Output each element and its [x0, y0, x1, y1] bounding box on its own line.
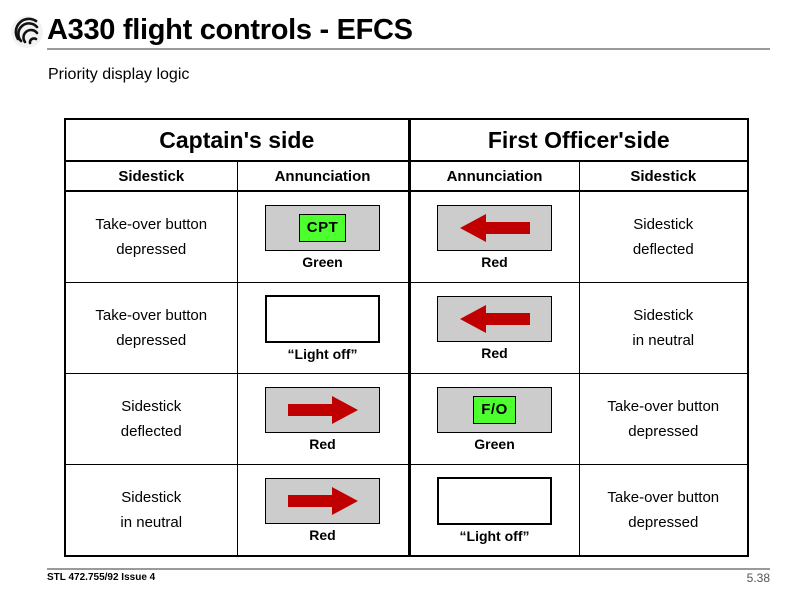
cell-line: depressed — [116, 332, 187, 349]
cell-line: Sidestick — [121, 398, 182, 415]
cell-fo-sidestick: Sidestick deflected — [578, 190, 750, 283]
priority-display-logic-table: Captain's side First Officer'side Sidest… — [63, 118, 750, 557]
table-column-header-row: Sidestick Annunciation Annunciation Side… — [64, 160, 750, 192]
cell-line: Take-over button — [95, 216, 208, 233]
column-header-fo-annunciation: Annunciation — [407, 160, 580, 192]
cell-line: Take-over button — [95, 307, 208, 324]
side-header-captain: Captain's side — [63, 118, 411, 162]
table-row: Take-over button depressed CPT Green — [64, 190, 750, 283]
side-header-first-officer: First Officer'side — [407, 118, 750, 162]
cell-line: Sidestick — [633, 307, 694, 324]
cell-fo-sidestick: Take-over button depressed — [578, 373, 750, 465]
table-row: Sidestick in neutral Red “Light off” — [64, 464, 750, 557]
cell-fo-sidestick: Sidestick in neutral — [578, 282, 750, 374]
lamp-legend-cpt: CPT — [298, 213, 347, 242]
arrow-right-icon — [287, 395, 358, 424]
column-header-capt-sidestick: Sidestick — [64, 160, 238, 192]
annunciator-indicator: F/O Green — [411, 374, 579, 464]
page-title: A330 flight controls - EFCS — [47, 14, 413, 46]
annunciator-indicator: Red — [411, 192, 579, 282]
cell-line: in neutral — [632, 332, 695, 349]
annunciator-caption: Red — [481, 253, 508, 270]
cell-fo-sidestick: Take-over button depressed — [578, 464, 750, 557]
annunciator-panel — [437, 295, 553, 342]
cell-capt-sidestick: Sidestick deflected — [64, 373, 238, 465]
annunciator-caption: Green — [474, 435, 515, 452]
annunciator-panel — [265, 386, 380, 433]
annunciator-caption: “Light off” — [287, 345, 358, 362]
cell-line: depressed — [628, 423, 699, 440]
annunciator-panel: F/O — [437, 386, 553, 433]
annunciator-caption: Red — [309, 435, 336, 452]
arrow-left-icon — [459, 304, 530, 333]
annunciator-indicator: Red — [238, 374, 408, 464]
cell-capt-sidestick: Take-over button depressed — [64, 190, 238, 283]
cell-fo-annunciation: Red — [407, 190, 580, 283]
annunciator-panel — [265, 477, 380, 524]
annunciator-indicator: Red — [411, 283, 579, 373]
cell-line: depressed — [116, 241, 187, 258]
cell-line: in neutral — [120, 514, 183, 531]
arrow-right-icon — [287, 486, 358, 515]
annunciator-panel-off — [265, 294, 380, 343]
table-row: Take-over button depressed “Light off” R… — [64, 282, 750, 374]
annunciator-indicator: “Light off” — [411, 465, 579, 555]
annunciator-panel-off — [437, 476, 553, 525]
annunciator-indicator: Red — [238, 465, 408, 555]
annunciator-caption: “Light off” — [459, 527, 530, 544]
cell-line: Take-over button — [607, 489, 720, 506]
title-divider — [47, 48, 770, 50]
slide-header: A330 flight controls - EFCS Priority dis… — [0, 0, 800, 83]
cell-line: deflected — [120, 423, 182, 440]
arrow-left-icon — [459, 213, 530, 242]
footer-document-reference: STL 472.755/92 Issue 4 — [47, 572, 156, 583]
page-subtitle: Priority display logic — [48, 66, 190, 83]
lamp-legend-fo: F/O — [473, 395, 516, 424]
annunciator-panel — [437, 204, 553, 251]
column-header-capt-annunciation: Annunciation — [236, 160, 411, 192]
cell-line: depressed — [628, 514, 699, 531]
annunciator-panel: CPT — [265, 204, 380, 251]
table-side-header-row: Captain's side First Officer'side — [63, 118, 750, 162]
cell-fo-annunciation: “Light off” — [407, 464, 580, 557]
cell-capt-annunciation: “Light off” — [236, 282, 411, 374]
cell-capt-annunciation: CPT Green — [236, 190, 411, 283]
cell-fo-annunciation: Red — [407, 282, 580, 374]
footer-page-number: 5.38 — [746, 571, 770, 585]
cell-line: Sidestick — [633, 216, 694, 233]
footer-divider — [47, 568, 770, 570]
cell-fo-annunciation: F/O Green — [407, 373, 580, 465]
annunciator-caption: Red — [481, 344, 508, 361]
cell-capt-annunciation: Red — [236, 373, 411, 465]
cell-capt-sidestick: Sidestick in neutral — [64, 464, 238, 557]
annunciator-caption: Red — [309, 526, 336, 543]
cell-capt-annunciation: Red — [236, 464, 411, 557]
cell-line: Sidestick — [121, 489, 182, 506]
column-header-fo-sidestick: Sidestick — [578, 160, 750, 192]
table-row: Sidestick deflected Red F/O — [64, 373, 750, 465]
cell-line: deflected — [632, 241, 694, 258]
spiral-logo-icon — [10, 15, 44, 49]
annunciator-indicator: “Light off” — [238, 283, 408, 373]
annunciator-indicator: CPT Green — [238, 192, 408, 282]
cell-capt-sidestick: Take-over button depressed — [64, 282, 238, 374]
annunciator-caption: Green — [302, 253, 343, 270]
cell-line: Take-over button — [607, 398, 720, 415]
